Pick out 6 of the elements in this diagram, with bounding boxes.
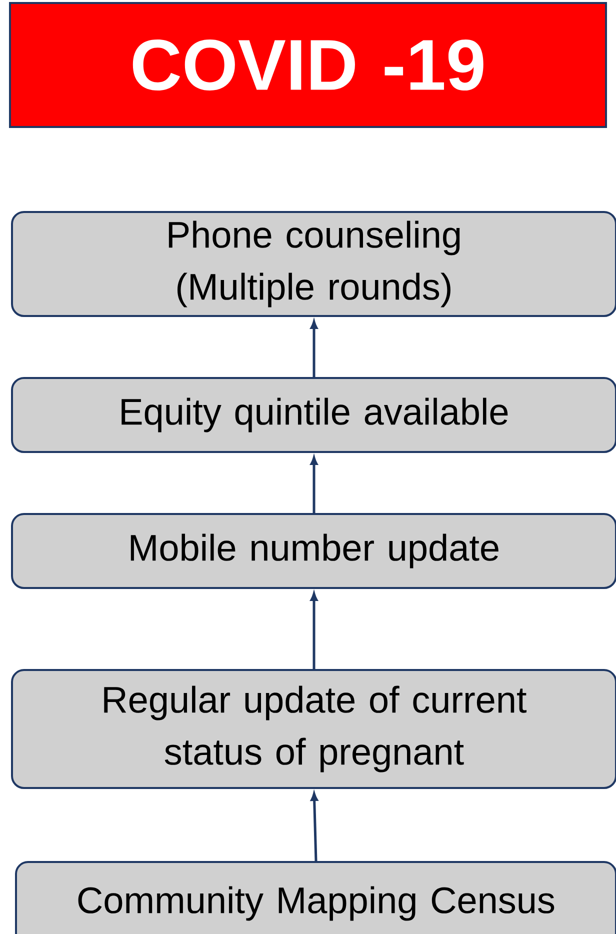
process-box: Community Mapping Census [15, 861, 616, 934]
process-box: Phone counseling (Multiple rounds) [11, 211, 616, 317]
process-box: Equity quintile available [11, 377, 616, 453]
process-box: Regular update of current status of pregnant [11, 669, 616, 789]
process-box: Mobile number update [11, 513, 616, 589]
title-banner: COVID -19 [9, 2, 607, 128]
